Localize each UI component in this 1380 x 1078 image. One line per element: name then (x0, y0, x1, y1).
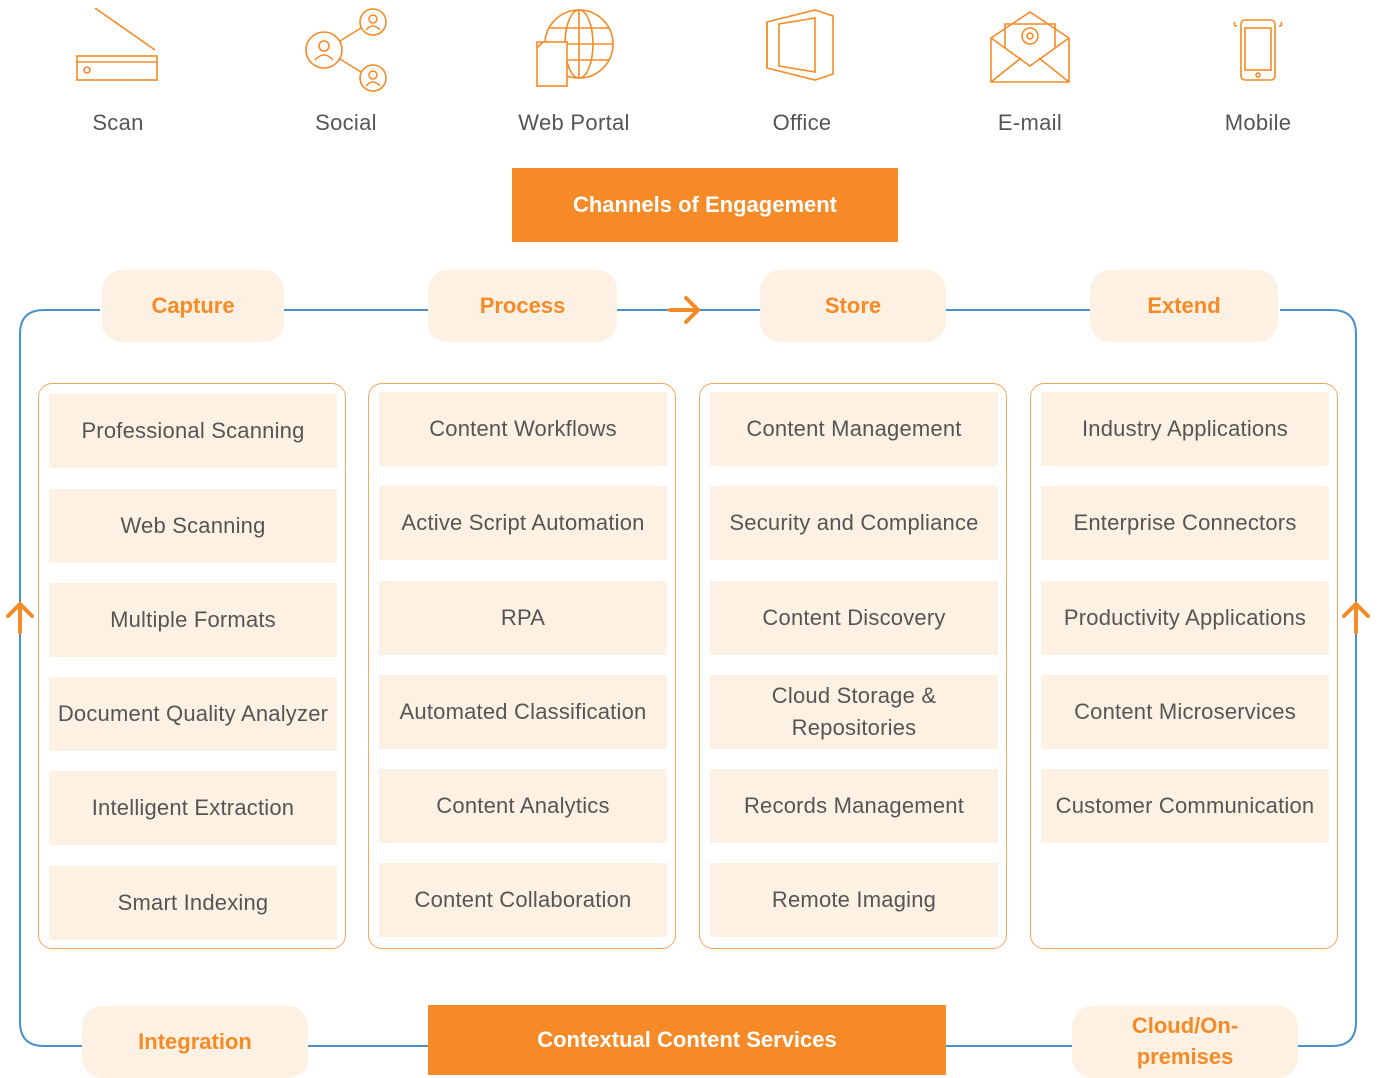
stage-extend: Extend (1090, 270, 1278, 342)
extend-column: Industry Applications Enterprise Connect… (1030, 383, 1338, 949)
capture-item: Document Quality Analyzer (49, 677, 337, 751)
stage-store: Store (760, 270, 946, 342)
scanner-icon (76, 8, 158, 81)
process-item: Content Analytics (379, 769, 667, 843)
mobile-icon (1233, 19, 1283, 81)
extend-item: Enterprise Connectors (1041, 486, 1329, 560)
channel-label: E-mail (997, 110, 1063, 135)
channels-of-engagement-banner: Channels of Engagement (512, 168, 898, 242)
extend-item: Customer Communication (1041, 769, 1329, 843)
process-item: Content Collaboration (379, 863, 667, 937)
stage-capture: Capture (102, 270, 284, 342)
channel-label: Office (772, 110, 832, 135)
capture-column: Professional Scanning Web Scanning Multi… (38, 383, 346, 949)
cloud-on-premises-pill: Cloud/On-premises (1072, 1006, 1298, 1078)
capture-item: Intelligent Extraction (49, 771, 337, 845)
capture-item: Multiple Formats (49, 583, 337, 657)
process-item: Content Workflows (379, 392, 667, 466)
channel-web-portal: Web Portal (494, 8, 654, 136)
contextual-content-services-banner: Contextual Content Services (428, 1005, 946, 1075)
channel-email: E-mail (950, 8, 1110, 136)
process-column: Content Workflows Active Script Automati… (368, 383, 676, 949)
arrow-up-icon-left (6, 602, 34, 634)
web-portal-icon (536, 9, 614, 87)
channel-label: Mobile (1224, 110, 1292, 135)
capture-item: Smart Indexing (49, 866, 337, 940)
capture-item: Web Scanning (49, 489, 337, 563)
capture-item: Professional Scanning (49, 394, 337, 468)
process-item: Active Script Automation (379, 486, 667, 560)
channel-label: Social (315, 110, 377, 135)
email-icon (990, 11, 1070, 83)
store-column: Content Management Security and Complian… (699, 383, 1007, 949)
integration-pill: Integration (82, 1006, 308, 1078)
channel-scan: Scan (38, 8, 198, 136)
store-item: Remote Imaging (710, 863, 998, 937)
extend-item: Industry Applications (1041, 392, 1329, 466)
channel-office: Office (722, 8, 882, 136)
arrow-right-icon (668, 296, 700, 324)
process-item: RPA (379, 581, 667, 655)
extend-item: Content Microservices (1041, 675, 1329, 749)
extend-item: Productivity Applications (1041, 581, 1329, 655)
arrow-up-icon-right (1342, 602, 1370, 634)
store-item: Security and Compliance (710, 486, 998, 560)
channel-label: Scan (92, 110, 144, 135)
social-network-icon (305, 8, 387, 92)
store-item: Cloud Storage & Repositories (710, 675, 998, 749)
stage-process: Process (428, 270, 617, 342)
store-item: Content Management (710, 392, 998, 466)
store-item: Records Management (710, 769, 998, 843)
channel-label: Web Portal (518, 110, 630, 135)
process-item: Automated Classification (379, 675, 667, 749)
channel-mobile: Mobile (1178, 8, 1338, 136)
store-item: Content Discovery (710, 581, 998, 655)
channel-social: Social (266, 8, 426, 136)
office-icon (766, 9, 834, 81)
